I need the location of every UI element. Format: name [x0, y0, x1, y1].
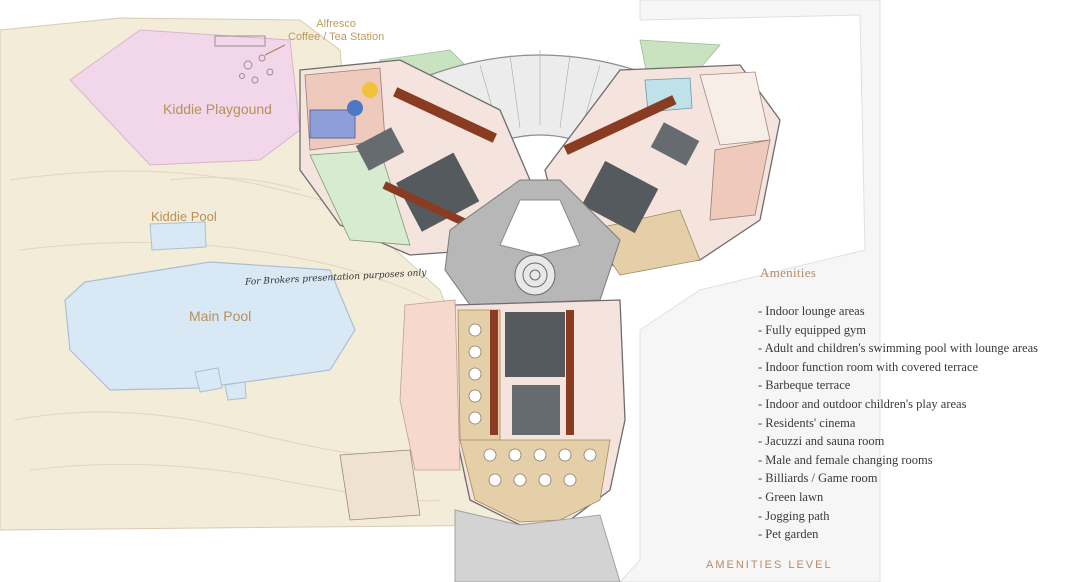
left-play-blue-round: [347, 100, 363, 116]
bottom-wood-wall-left: [490, 310, 498, 435]
amenity-item: Residents' cinema: [758, 414, 1038, 433]
playground-equipment: [214, 35, 286, 84]
label-alfresco-line2: Coffee / Tea Station: [288, 31, 385, 43]
amenity-item: Green lawn: [758, 488, 1038, 507]
amenities-list: Indoor lounge areas Fully equipped gym A…: [758, 302, 1038, 544]
banquet-tables: [468, 323, 597, 487]
amenity-item: Indoor function room with covered terrac…: [758, 358, 1038, 377]
amenity-item: Fully equipped gym: [758, 321, 1038, 340]
bbq-deck: [339, 449, 421, 521]
right-wood-wall: [563, 95, 677, 155]
amenity-item: Jacuzzi and sauna room: [758, 432, 1038, 451]
amenity-item: Male and female changing rooms: [758, 451, 1038, 470]
label-kiddie-playground: Kiddie Playgound: [163, 101, 272, 117]
main-pool: [64, 261, 356, 391]
left-wood-wall-2: [382, 181, 468, 227]
label-alfresco-coffee-tea: Alfresco Coffee / Tea Station: [288, 18, 384, 44]
left-core: [396, 152, 480, 232]
amenity-item: Indoor lounge areas: [758, 302, 1038, 321]
right-wing-pink-room: [709, 139, 771, 221]
left-play-yellow: [362, 82, 378, 98]
bottom-wood-wall-right: [566, 310, 574, 435]
right-core: [581, 160, 659, 234]
amenity-item: Billiards / Game room: [758, 469, 1038, 488]
bottom-core-2: [512, 385, 560, 435]
right-core-2: [650, 122, 700, 166]
kiddie-pool: [149, 221, 207, 251]
lobby-court: [499, 199, 581, 256]
amenity-item: Pet garden: [758, 525, 1038, 544]
left-wood-wall: [393, 87, 497, 143]
pool-islands: [194, 367, 247, 401]
label-main-pool: Main Pool: [189, 308, 252, 324]
bottom-core: [505, 312, 565, 377]
left-play-blue: [309, 109, 356, 139]
left-wing-green-room: [309, 149, 411, 246]
label-kiddie-pool: Kiddie Pool: [151, 209, 217, 224]
label-alfresco-line1: Alfresco: [316, 18, 356, 30]
amenity-item: Adult and children's swimming pool with …: [758, 339, 1038, 358]
left-core-2: [355, 127, 405, 171]
amenity-item: Indoor and outdoor children's play areas: [758, 395, 1038, 414]
pink-terrace: [399, 299, 461, 471]
amenity-item: Jogging path: [758, 507, 1038, 526]
amenities-title: Amenities: [760, 265, 817, 280]
spiral-stair: [514, 254, 556, 296]
grey-ramp: [454, 509, 621, 582]
footer-amenities-level: AMENITIES LEVEL: [706, 559, 833, 571]
amenity-item: Barbeque terrace: [758, 376, 1038, 395]
